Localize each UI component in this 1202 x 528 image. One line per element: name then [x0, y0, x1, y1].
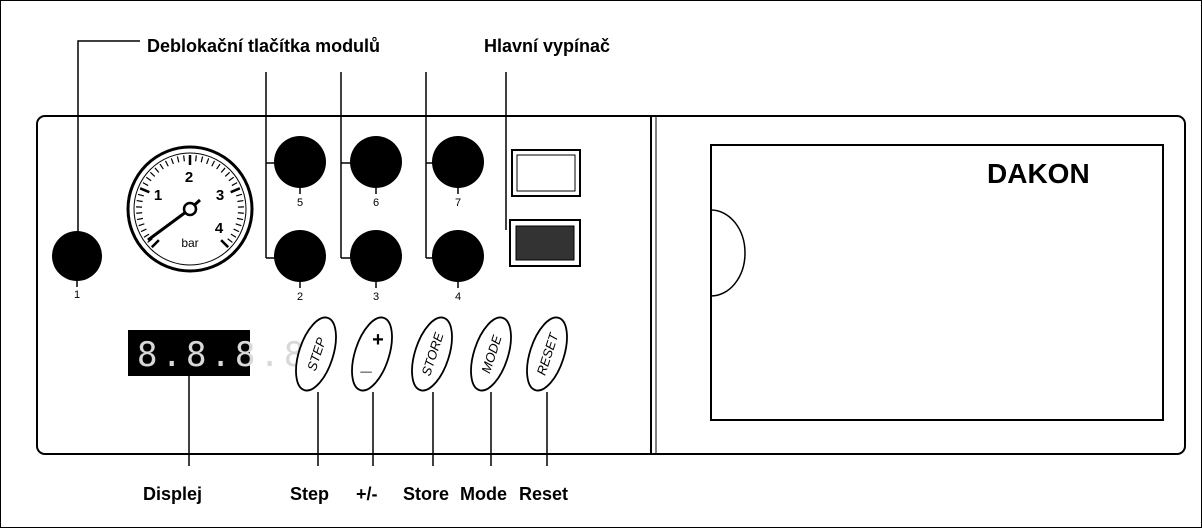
- gauge-tick: [237, 199, 244, 203]
- gauge-tick-label-3: 3: [216, 187, 224, 204]
- step-button-shape[interactable]: [288, 313, 344, 396]
- label-plusminus: +/-: [356, 484, 378, 504]
- gauge-tick-label-4: 4: [215, 220, 224, 237]
- brand-logo: DAKON: [987, 158, 1090, 189]
- gauge-tick: [145, 176, 152, 182]
- gauge-tick-label-1: 1: [154, 187, 162, 204]
- gauge-unit: bar: [181, 236, 198, 250]
- gauge-needle: [147, 207, 191, 242]
- gauge-tick: [220, 239, 230, 249]
- label-mode: Mode: [460, 484, 507, 504]
- module-button-6-label: 6: [373, 197, 379, 209]
- gauge-tick: [143, 233, 150, 238]
- gauge-tick: [236, 193, 243, 197]
- gauge-tick: [164, 160, 169, 167]
- gauge-tick: [227, 238, 233, 243]
- reset-button-shape[interactable]: [519, 313, 575, 396]
- pressure-gauge: 1 2 3 4 bar: [126, 145, 254, 273]
- gauge-tick: [170, 158, 174, 165]
- gauge-hub: [182, 201, 198, 217]
- gauge-tick: [216, 163, 221, 170]
- store-button-shape[interactable]: [404, 313, 460, 396]
- plus-minus-button[interactable]: + _: [344, 313, 400, 396]
- gauge-tick: [154, 167, 160, 173]
- module-button-3-label: 3: [373, 291, 379, 303]
- label-step: Step: [290, 484, 329, 504]
- module-button-7[interactable]: [432, 136, 484, 188]
- module-button-2-label: 2: [297, 291, 303, 303]
- module-button-4[interactable]: [432, 230, 484, 282]
- gauge-tick: [230, 233, 237, 238]
- gauge-tick: [136, 217, 144, 221]
- label-display: Displej: [143, 484, 202, 504]
- step-button[interactable]: STEP: [288, 313, 344, 396]
- gauge-tick: [211, 160, 216, 167]
- gauge-tick: [235, 223, 242, 227]
- gauge-tick: [136, 199, 143, 203]
- gauge-tick: [236, 217, 244, 221]
- plus-button-label: +: [372, 329, 384, 351]
- reset-button[interactable]: RESET: [519, 313, 575, 396]
- gauge-tick: [231, 182, 238, 187]
- led-display: [128, 330, 250, 376]
- gauge-ticks: [136, 155, 244, 249]
- gauge-tick: [220, 167, 226, 173]
- store-button[interactable]: STORE: [404, 313, 460, 396]
- gauge-tick: [149, 171, 156, 177]
- gauge-tick: [224, 171, 231, 177]
- gauge-tick: [206, 158, 210, 165]
- main-switch-rocker[interactable]: [515, 225, 575, 261]
- gauge-tick: [200, 156, 204, 163]
- indicator-window-inner: [516, 154, 576, 192]
- plus-minus-button-shape[interactable]: [344, 313, 400, 396]
- gauge-tick: [147, 238, 153, 243]
- panel-outline: [36, 115, 1186, 455]
- module-button-1-label: 1: [74, 289, 80, 301]
- minus-button-label: _: [359, 353, 372, 375]
- gauge-tick: [183, 155, 185, 162]
- gauge-tick: [142, 182, 149, 187]
- leader-button-1: [77, 40, 140, 232]
- module-button-4-label: 4: [455, 291, 461, 303]
- gauge-tick: [137, 193, 144, 197]
- module-button-7-label: 7: [455, 197, 461, 209]
- gauge-tick: [150, 239, 160, 249]
- label-unlock-buttons: Deblokační tlačítka modulů: [147, 36, 380, 56]
- gauge-tick: [138, 223, 145, 227]
- gauge-tick: [159, 163, 164, 170]
- module-button-2[interactable]: [274, 230, 326, 282]
- label-store: Store: [403, 484, 449, 504]
- module-button-5[interactable]: [274, 136, 326, 188]
- module-button-6[interactable]: [350, 136, 402, 188]
- gauge-tick: [230, 187, 241, 194]
- mode-button-shape[interactable]: [463, 313, 519, 396]
- module-button-5-label: 5: [297, 197, 303, 209]
- module-button-1[interactable]: [52, 231, 102, 281]
- cover-window: [710, 144, 1164, 421]
- label-reset: Reset: [519, 484, 568, 504]
- gauge-tick: [195, 155, 197, 162]
- gauge-tick-label-2: 2: [185, 169, 193, 186]
- gauge-tick: [228, 176, 235, 182]
- indicator-window: [511, 149, 581, 197]
- module-button-3[interactable]: [350, 230, 402, 282]
- mode-button[interactable]: MODE: [463, 313, 519, 396]
- label-main-switch: Hlavní vypínač: [484, 36, 610, 56]
- gauge-tick: [233, 228, 240, 233]
- gauge-tick: [176, 156, 180, 163]
- gauge-tick: [140, 228, 147, 233]
- cover-notch: [710, 209, 746, 297]
- gauge-tick: [139, 187, 150, 194]
